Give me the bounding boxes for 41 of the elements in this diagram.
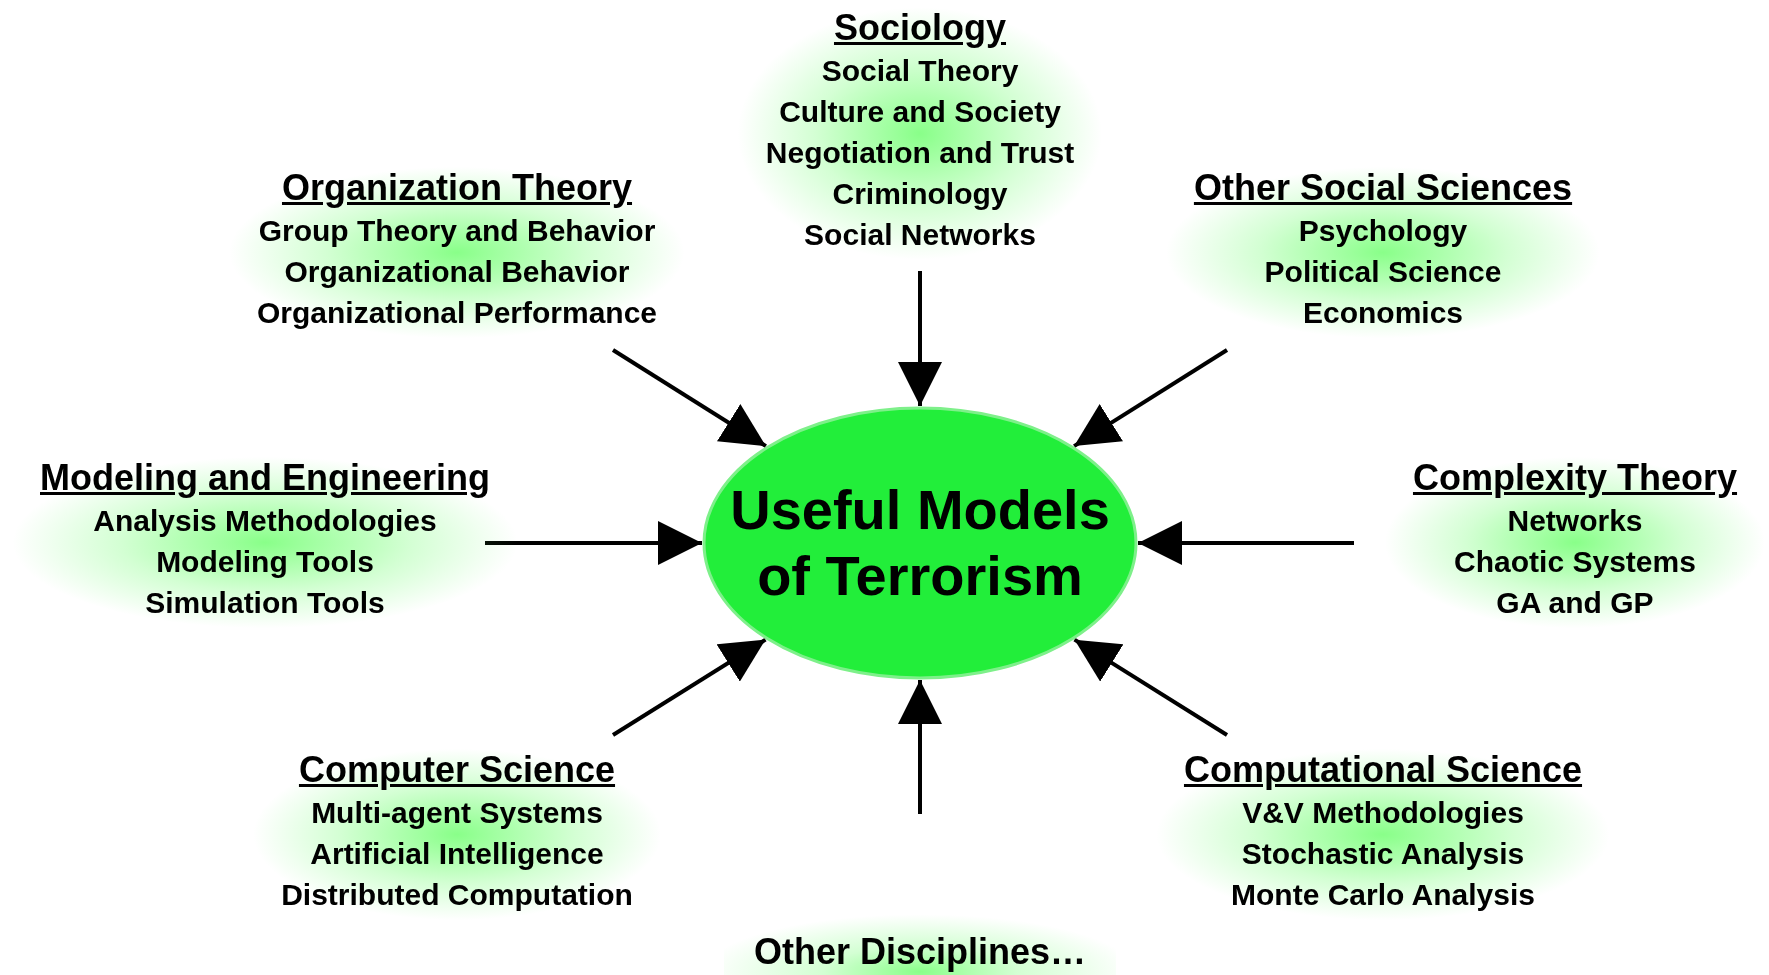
arrow: [898, 271, 942, 406]
subfield-item: Economics: [1302, 295, 1464, 331]
subfield-item: V&V Methodologies: [1242, 795, 1524, 831]
discipline-heading: Computational Science: [1183, 748, 1583, 792]
arrow: [611, 637, 767, 737]
subfield-item: Organizational Behavior: [284, 254, 630, 290]
subfield-item: Multi-agent Systems: [311, 795, 603, 831]
arrow: [1138, 521, 1354, 565]
subfield-item: Political Science: [1264, 254, 1502, 290]
discipline-heading: Modeling and Engineering: [40, 456, 490, 500]
subfield-item: Artificial Intelligence: [310, 836, 604, 872]
arrow: [611, 348, 767, 448]
subfield-item: Chaotic Systems: [1454, 544, 1696, 580]
discipline-heading: Complexity Theory: [1412, 456, 1738, 500]
central-ellipse: [702, 406, 1138, 680]
arrow: [485, 521, 702, 565]
subfield-item: Social Networks: [804, 217, 1036, 253]
discipline-heading: Organization Theory: [282, 166, 632, 210]
discipline-heading: Other Disciplines…: [753, 930, 1087, 974]
discipline-heading: Sociology: [834, 6, 1006, 50]
subfield-item: Networks: [1507, 503, 1643, 539]
subfield-item: Culture and Society: [779, 94, 1061, 130]
discipline-heading: Computer Science: [298, 748, 616, 792]
arrow: [1073, 637, 1229, 737]
subfield-item: GA and GP: [1496, 585, 1654, 621]
arrow: [1073, 348, 1229, 448]
central-topic: Useful Models of Terrorism: [729, 477, 1111, 609]
discipline-heading: Other Social Sciences: [1193, 166, 1573, 210]
subfield-item: Analysis Methodologies: [93, 503, 437, 539]
subfield-item: Modeling Tools: [156, 544, 374, 580]
subfield-item: Simulation Tools: [145, 585, 385, 621]
subfield-item: Group Theory and Behavior: [258, 213, 656, 249]
subfield-item: Negotiation and Trust: [765, 135, 1075, 171]
arrow: [898, 680, 942, 814]
subfield-item: Monte Carlo Analysis: [1231, 877, 1535, 913]
subfield-item: Social Theory: [821, 53, 1019, 89]
subfield-item: Organizational Performance: [256, 295, 658, 331]
subfield-item: Stochastic Analysis: [1241, 836, 1525, 872]
subfield-item: Psychology: [1298, 213, 1468, 249]
subfield-item: Distributed Computation: [281, 877, 633, 913]
subfield-item: Criminology: [832, 176, 1008, 212]
